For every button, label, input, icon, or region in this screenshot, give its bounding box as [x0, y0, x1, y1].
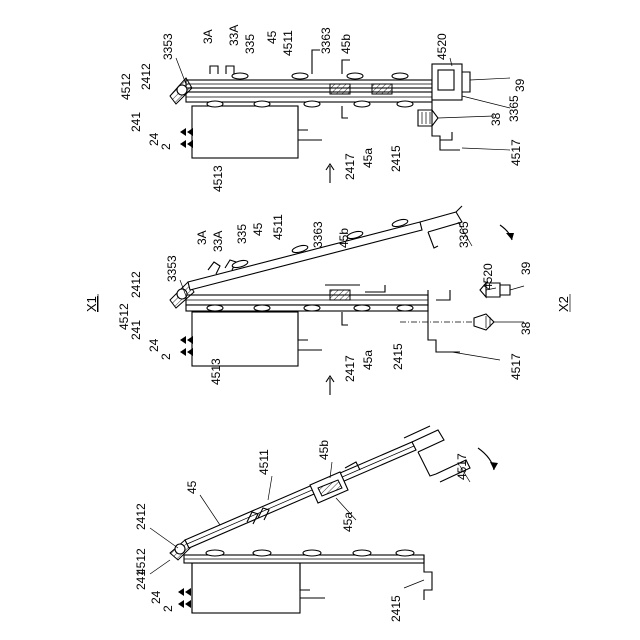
ref-24-mid: 24	[147, 338, 161, 352]
ref-4520-mid: 4520	[481, 263, 495, 290]
ref-2-mid: 2	[159, 353, 173, 360]
ref-2412-left: 2412	[134, 503, 148, 530]
ref-39-right: 39	[513, 78, 527, 92]
ref-4513-right: 4513	[211, 165, 225, 192]
ref-2415-right: 2415	[389, 145, 403, 172]
ref-2412-right: 2412	[139, 63, 153, 90]
ref-38-right: 38	[489, 112, 503, 126]
ref-45b-mid: 45b	[337, 228, 351, 248]
ref-4511-mid: 4511	[271, 214, 285, 240]
ref-45a-left: 45a	[341, 512, 355, 532]
labels-right: 3353 3A 33A 335 45 4511 3363 45b 4520 24…	[119, 25, 527, 192]
box-241-mid	[192, 312, 298, 366]
ref-38-mid: 38	[519, 321, 533, 335]
label-x1: X1	[84, 296, 99, 312]
ref-3363-mid: 3363	[311, 221, 325, 248]
ref-45b-right: 45b	[339, 34, 353, 54]
ref-3365-mid: 3365	[457, 221, 471, 248]
ref-45-right: 45	[265, 30, 279, 44]
ref-2415-left: 2415	[389, 595, 403, 622]
ref-45-left: 45	[185, 480, 199, 494]
labels-left: 4512 2412 45 4511 45b 4517 241 24 2 45a …	[134, 440, 469, 622]
ref-24-left: 24	[149, 590, 163, 604]
panel-left-drawing	[170, 426, 498, 613]
ref-3365-right: 3365	[507, 95, 521, 122]
ref-2417-mid: 2417	[343, 355, 357, 382]
ref-241-left: 241	[134, 570, 148, 590]
ref-33A-mid: 33A	[211, 231, 225, 252]
ref-335-mid: 335	[235, 224, 249, 244]
ref-2-right: 2	[159, 143, 173, 150]
box-241-right	[192, 106, 298, 158]
ref-4512-right: 4512	[119, 73, 133, 100]
ref-4517-right: 4517	[509, 139, 523, 166]
label-x2: X2	[556, 296, 571, 312]
ref-241-right: 241	[129, 112, 143, 132]
ref-3353-mid: 3353	[165, 255, 179, 282]
ref-4517-mid: 4517	[509, 353, 523, 380]
ref-3A-mid: 3A	[195, 230, 209, 245]
ref-45a-right: 45a	[361, 148, 375, 168]
ref-241-mid: 241	[129, 320, 143, 340]
ref-4517-left: 4517	[455, 453, 469, 480]
panel-right-drawing	[170, 50, 470, 158]
ref-4511-left: 4511	[257, 449, 271, 475]
box-241	[192, 563, 300, 613]
ref-3A-right: 3A	[201, 29, 215, 44]
ref-335-right: 335	[243, 34, 257, 54]
ref-33A-right: 33A	[227, 25, 241, 46]
ref-39-mid: 39	[519, 261, 533, 275]
ref-3363-right: 3363	[319, 27, 333, 54]
ref-45a-mid: 45a	[361, 350, 375, 370]
ref-2412-mid: 2412	[129, 271, 143, 298]
ref-45b-left: 45b	[317, 440, 331, 460]
ref-4511-right: 4511	[281, 30, 295, 56]
ref-2415-mid: 2415	[391, 343, 405, 370]
ref-4513-mid: 4513	[209, 358, 223, 385]
ref-2-left: 2	[161, 605, 175, 612]
ref-2417-right: 2417	[343, 153, 357, 180]
ref-3353-right: 3353	[161, 33, 175, 60]
ref-4520-right: 4520	[435, 33, 449, 60]
ref-45-mid: 45	[251, 222, 265, 236]
